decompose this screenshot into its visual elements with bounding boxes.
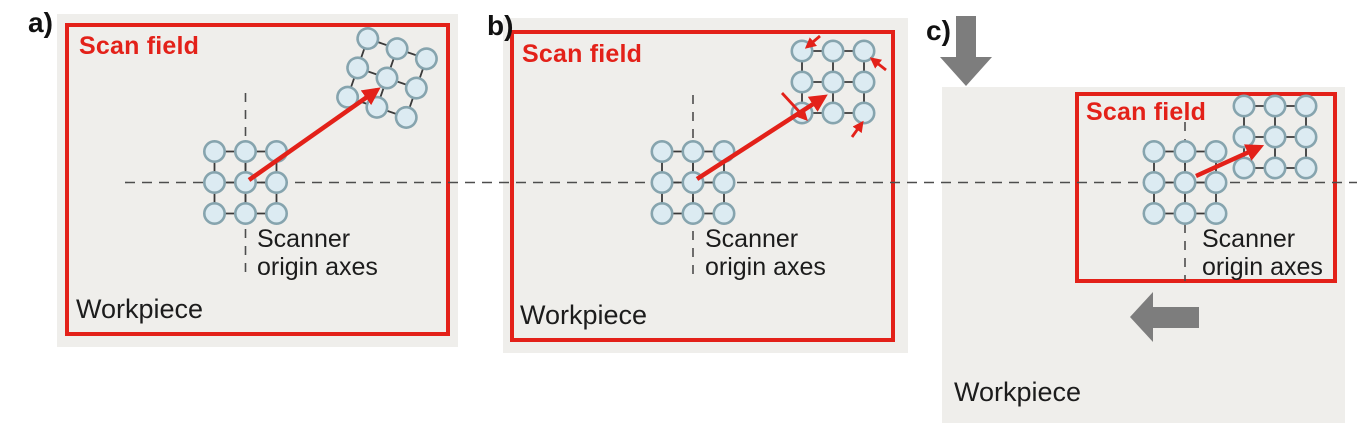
scanner-origin-axes-line2-a: origin axes [257,253,378,281]
scan-field-label-a: Scan field [79,32,200,60]
workpiece-label-a: Workpiece [76,294,204,324]
workpiece-label-b: Workpiece [520,300,648,330]
scan-field-label-b: Scan field [522,40,643,68]
scan-field-box-a [65,23,450,336]
scan-field-label-c: Scan field [1086,98,1207,126]
scanner-origin-axes-line2-b: origin axes [705,253,826,281]
scanner-origin-axes-label-a: Scanner origin axes [257,225,378,281]
panel-a-label: a) [28,7,53,38]
scanner-origin-axes-label-c: Scanner origin axes [1202,225,1323,281]
scan-field-box-c [1075,92,1337,283]
workpiece-label-c: Workpiece [954,377,1082,407]
scanner-origin-axes-line1-a: Scanner [257,225,351,253]
panel-c-label: c) [926,15,951,46]
scanner-origin-axes-label-b: Scanner origin axes [705,225,826,281]
scan-field-box-b [510,30,895,342]
scanner-origin-axes-line1-b: Scanner [705,225,799,253]
panel-b-label: b) [487,10,514,41]
scanner-origin-axes-line2-c: origin axes [1202,253,1323,281]
scanner-origin-axes-line1-c: Scanner [1202,225,1296,253]
